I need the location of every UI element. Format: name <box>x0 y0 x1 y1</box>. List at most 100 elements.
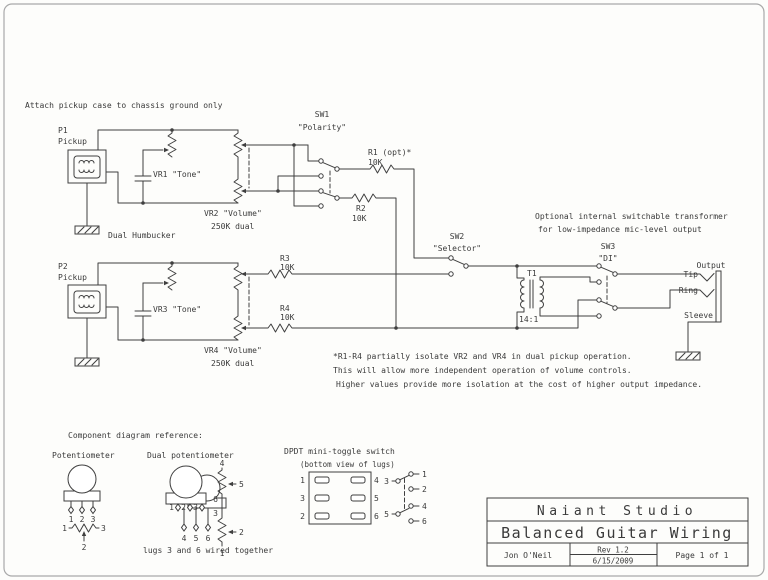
wire <box>338 193 397 329</box>
ground-icon <box>74 225 100 235</box>
p1-ref: P1 <box>58 126 68 135</box>
dpdt-sym-contact <box>408 503 414 509</box>
vr2-wiper-arrow <box>241 188 246 194</box>
sw2-name: "Selector" <box>433 244 481 253</box>
reference-potentiometer: Potentiometer 1 2 3 1 3 2 <box>52 451 115 552</box>
switch-sw1-polarity: SW1 "Polarity" <box>276 110 346 209</box>
ground-icon <box>675 351 701 361</box>
dpdt-sym-throw-2: 2 <box>422 485 427 494</box>
dual-lug-3: 3 <box>193 503 198 512</box>
dual-sym-5: 5 <box>239 480 244 489</box>
pot-lug-3: 3 <box>91 515 96 524</box>
wire <box>412 473 420 522</box>
dual-lug <box>204 523 212 532</box>
tip-wire <box>616 273 715 282</box>
dual-pot-note: lugs 3 and 6 wired together <box>143 546 273 555</box>
sw3-ref: SW3 <box>601 242 616 251</box>
cap-c1 <box>134 149 152 204</box>
dual-rear-stems <box>183 507 209 525</box>
dpdt-slot <box>314 494 330 502</box>
tone-pot-vr3: VR3 "Tone" <box>134 262 201 341</box>
reference-title: Component diagram reference: <box>68 431 203 440</box>
switch-sw2-selector: SW2 "Selector" <box>433 232 598 277</box>
chassis-ground-p1 <box>74 225 100 235</box>
dpdt-slot <box>314 512 330 520</box>
r2-ref: R2 <box>356 204 366 213</box>
vr4-wiper-arrow <box>241 271 246 277</box>
vr4-resistors <box>233 262 243 341</box>
wire <box>293 144 320 207</box>
vr2-label: VR2 "Volume" <box>204 209 262 218</box>
t1-ref: T1 <box>527 269 537 278</box>
sw1-contact <box>318 158 324 164</box>
dpdt-sym-throw-6: 6 <box>422 517 427 526</box>
t1-primary <box>516 265 525 329</box>
dual-lug-6: 6 <box>206 534 211 543</box>
junction-dot <box>515 326 519 330</box>
dual-sym-3: 3 <box>213 509 218 518</box>
wire <box>539 276 598 283</box>
vr2-value: 250K dual <box>211 222 255 231</box>
dpdt-sym-contact <box>408 518 414 524</box>
xfmr-note1: Optional internal switchable transformer <box>535 212 728 221</box>
pot-lug <box>78 505 86 515</box>
ring-wire <box>616 289 715 309</box>
dpdt-subtitle: (bottom view of lugs) <box>300 460 395 469</box>
sw2-contact <box>448 255 454 261</box>
r4-value: 10K <box>280 313 295 322</box>
wire <box>539 307 598 317</box>
dual-lug <box>174 503 182 512</box>
sw2-ref: SW2 <box>450 232 465 241</box>
pot-sym-3: 3 <box>101 524 106 533</box>
dpdt-lug-r1: 4 <box>374 476 379 485</box>
pot-lug-2: 2 <box>80 515 85 524</box>
dpdt-sym-arm <box>399 474 410 481</box>
dpdt-lug-r2: 5 <box>374 494 379 503</box>
dual-lug <box>186 503 194 512</box>
sw2-contact <box>448 271 454 277</box>
vr1-wiper-arrow <box>164 147 169 153</box>
dpdt-slot <box>350 494 366 502</box>
r4-ref: R4 <box>280 304 290 313</box>
coil-icon <box>78 304 95 308</box>
r1-value: 10K <box>368 158 383 167</box>
title-block: Naiant Studio Balanced Guitar Wiring Jon… <box>486 497 749 567</box>
dual-lug <box>192 523 200 532</box>
dpdt-slot <box>350 512 366 520</box>
dpdt-lug-r3: 6 <box>374 512 379 521</box>
sw2-arm <box>452 259 465 265</box>
dual-lug <box>198 503 206 512</box>
transformer-t1: T1 14:1 <box>515 265 598 330</box>
reference-dpdt: DPDT mini-toggle switch (bottom view of … <box>284 447 427 526</box>
r3-ref: R3 <box>280 254 290 263</box>
p1-bobbin <box>73 155 101 179</box>
resistor-r4: R4 10K <box>245 299 598 333</box>
ground-hatch <box>77 226 99 234</box>
vr4-wiper-arrow <box>241 325 246 331</box>
iso-note-2: This will allow more independent operati… <box>333 366 632 375</box>
resistor-r3: R3 10K <box>245 254 450 279</box>
vr1-label: VR1 "Tone" <box>153 170 201 179</box>
wire <box>338 164 450 259</box>
dual-sym-4: 4 <box>220 459 225 468</box>
dual-sym-wiper-arrow <box>228 481 233 487</box>
dpdt-lug-l2: 3 <box>300 494 305 503</box>
sw1-ref: SW1 <box>315 110 330 119</box>
vr1-resistor <box>167 129 177 158</box>
junction-dot <box>292 143 296 147</box>
dpdt-sym-contact <box>408 486 414 492</box>
dpdt-sym-throw-1: 1 <box>422 470 427 479</box>
volume-pot-vr4: VR4 "Volume" 250K dual <box>204 262 262 368</box>
dpdt-sym-pole <box>395 478 401 484</box>
output-jack: Output Tip Ring Sleeve <box>616 261 726 361</box>
dpdt-body <box>308 471 372 525</box>
sw3-contact <box>596 263 602 269</box>
dual-sym-6: 6 <box>213 495 218 504</box>
dual-sym-resistors <box>217 467 227 547</box>
r2-value: 10K <box>352 214 367 223</box>
r1-ref: R1 (opt)* <box>368 148 412 157</box>
dpdt-symbol: 3 5 1 2 4 6 <box>384 470 427 526</box>
sleeve-label: Sleeve <box>684 311 713 320</box>
tone-pot-vr1: VR1 "Tone" <box>134 129 201 204</box>
